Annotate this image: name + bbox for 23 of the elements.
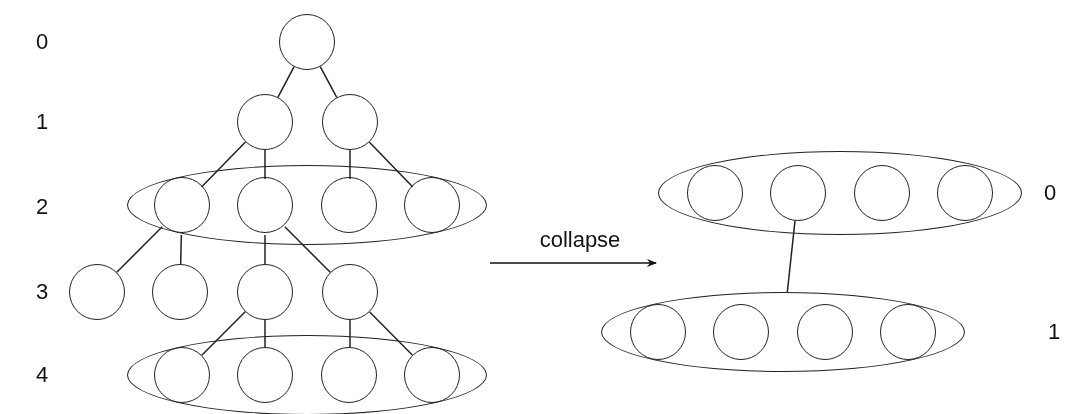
level-number: 3 [35, 281, 49, 303]
arrow-label: collapse [539, 229, 621, 251]
connector-line [284, 226, 331, 273]
connector-line [319, 65, 338, 99]
connector-line [264, 234, 266, 265]
connector-line [179, 234, 183, 265]
level-number: 1 [1047, 321, 1061, 343]
connector-line [786, 220, 796, 293]
connector-line [116, 226, 163, 273]
connector-line [349, 149, 351, 180]
connector-line [201, 311, 246, 356]
connector-line [264, 319, 266, 348]
level-number: 2 [35, 196, 49, 218]
connector-line [368, 141, 414, 188]
connector-line [200, 141, 247, 188]
level-number: 0 [35, 31, 49, 53]
connector-line [368, 311, 414, 356]
level-number: 4 [35, 364, 49, 386]
level-number: 0 [1043, 182, 1057, 204]
level-number: 1 [35, 111, 49, 133]
connector-line [277, 66, 295, 98]
connector-line [264, 149, 266, 180]
connector-line [349, 319, 351, 348]
